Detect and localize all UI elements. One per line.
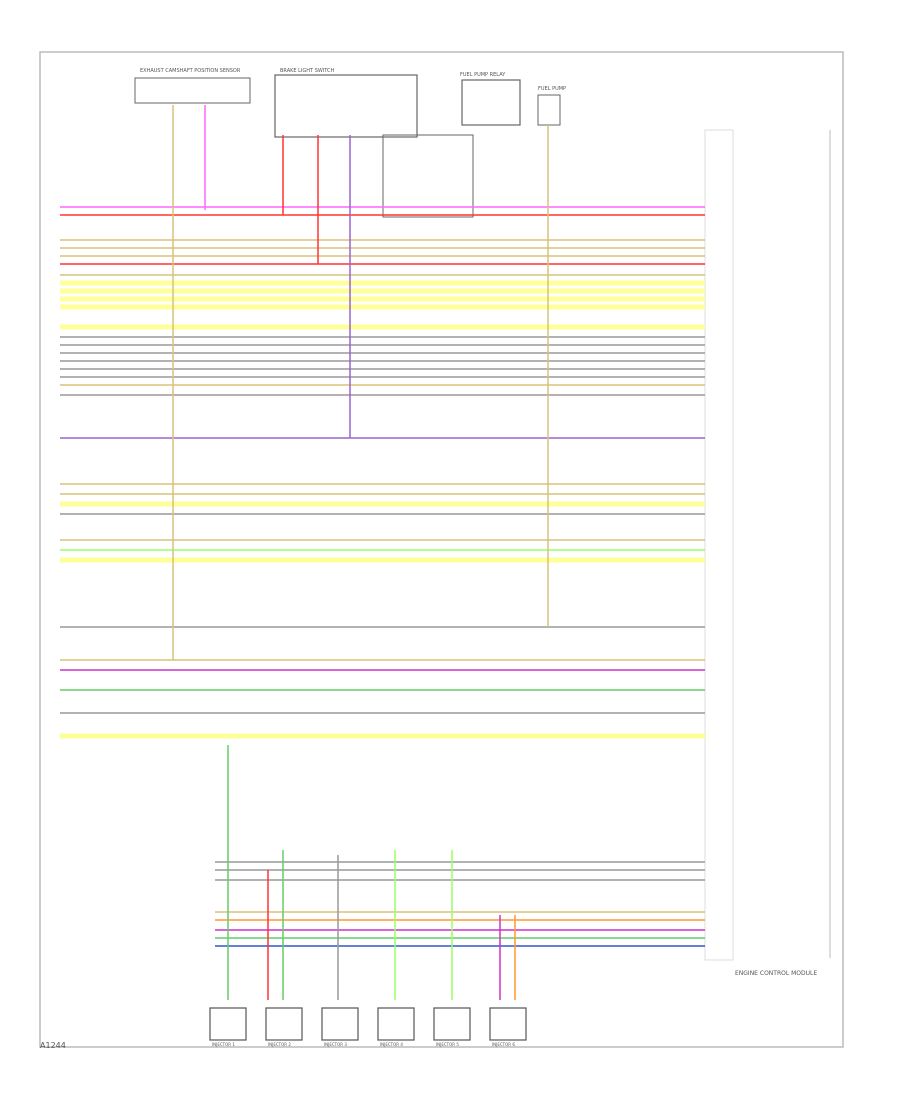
brake-switch-box [274,74,418,138]
injector-4-label: INJECTOR 4 [380,1042,403,1047]
injector-4-box [377,1007,415,1041]
diagram-frame [39,51,844,1048]
camshaft-sensor-box [134,77,251,104]
injector-group: INJECTOR 1 INJECTOR 2 INJECTOR 3 INJECTOR 4… [209,1007,527,1047]
brake-switch-subbox [382,134,474,218]
injector-2-box [265,1007,303,1041]
injector-5-box [433,1007,471,1041]
injector-3-box [321,1007,359,1041]
component-label-1: BRAKE LIGHT SWITCH [280,68,335,74]
injector-6-box [489,1007,527,1041]
injector-1-box [209,1007,247,1041]
fuel-pump-box [537,94,561,126]
injector-2-label: INJECTOR 2 [268,1042,291,1047]
wire-group [60,105,705,1000]
injector-3-label: INJECTOR 3 [324,1042,347,1047]
fuel-pump-relay-box [461,79,521,126]
component-label-0: EXHAUST CAMSHAFT POSITION SENSOR [140,68,241,74]
footer-code: A1244 [40,1041,66,1050]
component-label-2: FUEL PUMP RELAY [460,72,506,78]
injector-5-label: INJECTOR 5 [436,1042,459,1047]
ecm-connector-block [704,129,734,961]
injector-1-label: INJECTOR 1 [212,1042,235,1047]
injector-6-label: INJECTOR 6 [492,1042,515,1047]
component-label-3: FUEL PUMP [538,86,566,92]
module-label: ENGINE CONTROL MODULE [735,970,817,977]
